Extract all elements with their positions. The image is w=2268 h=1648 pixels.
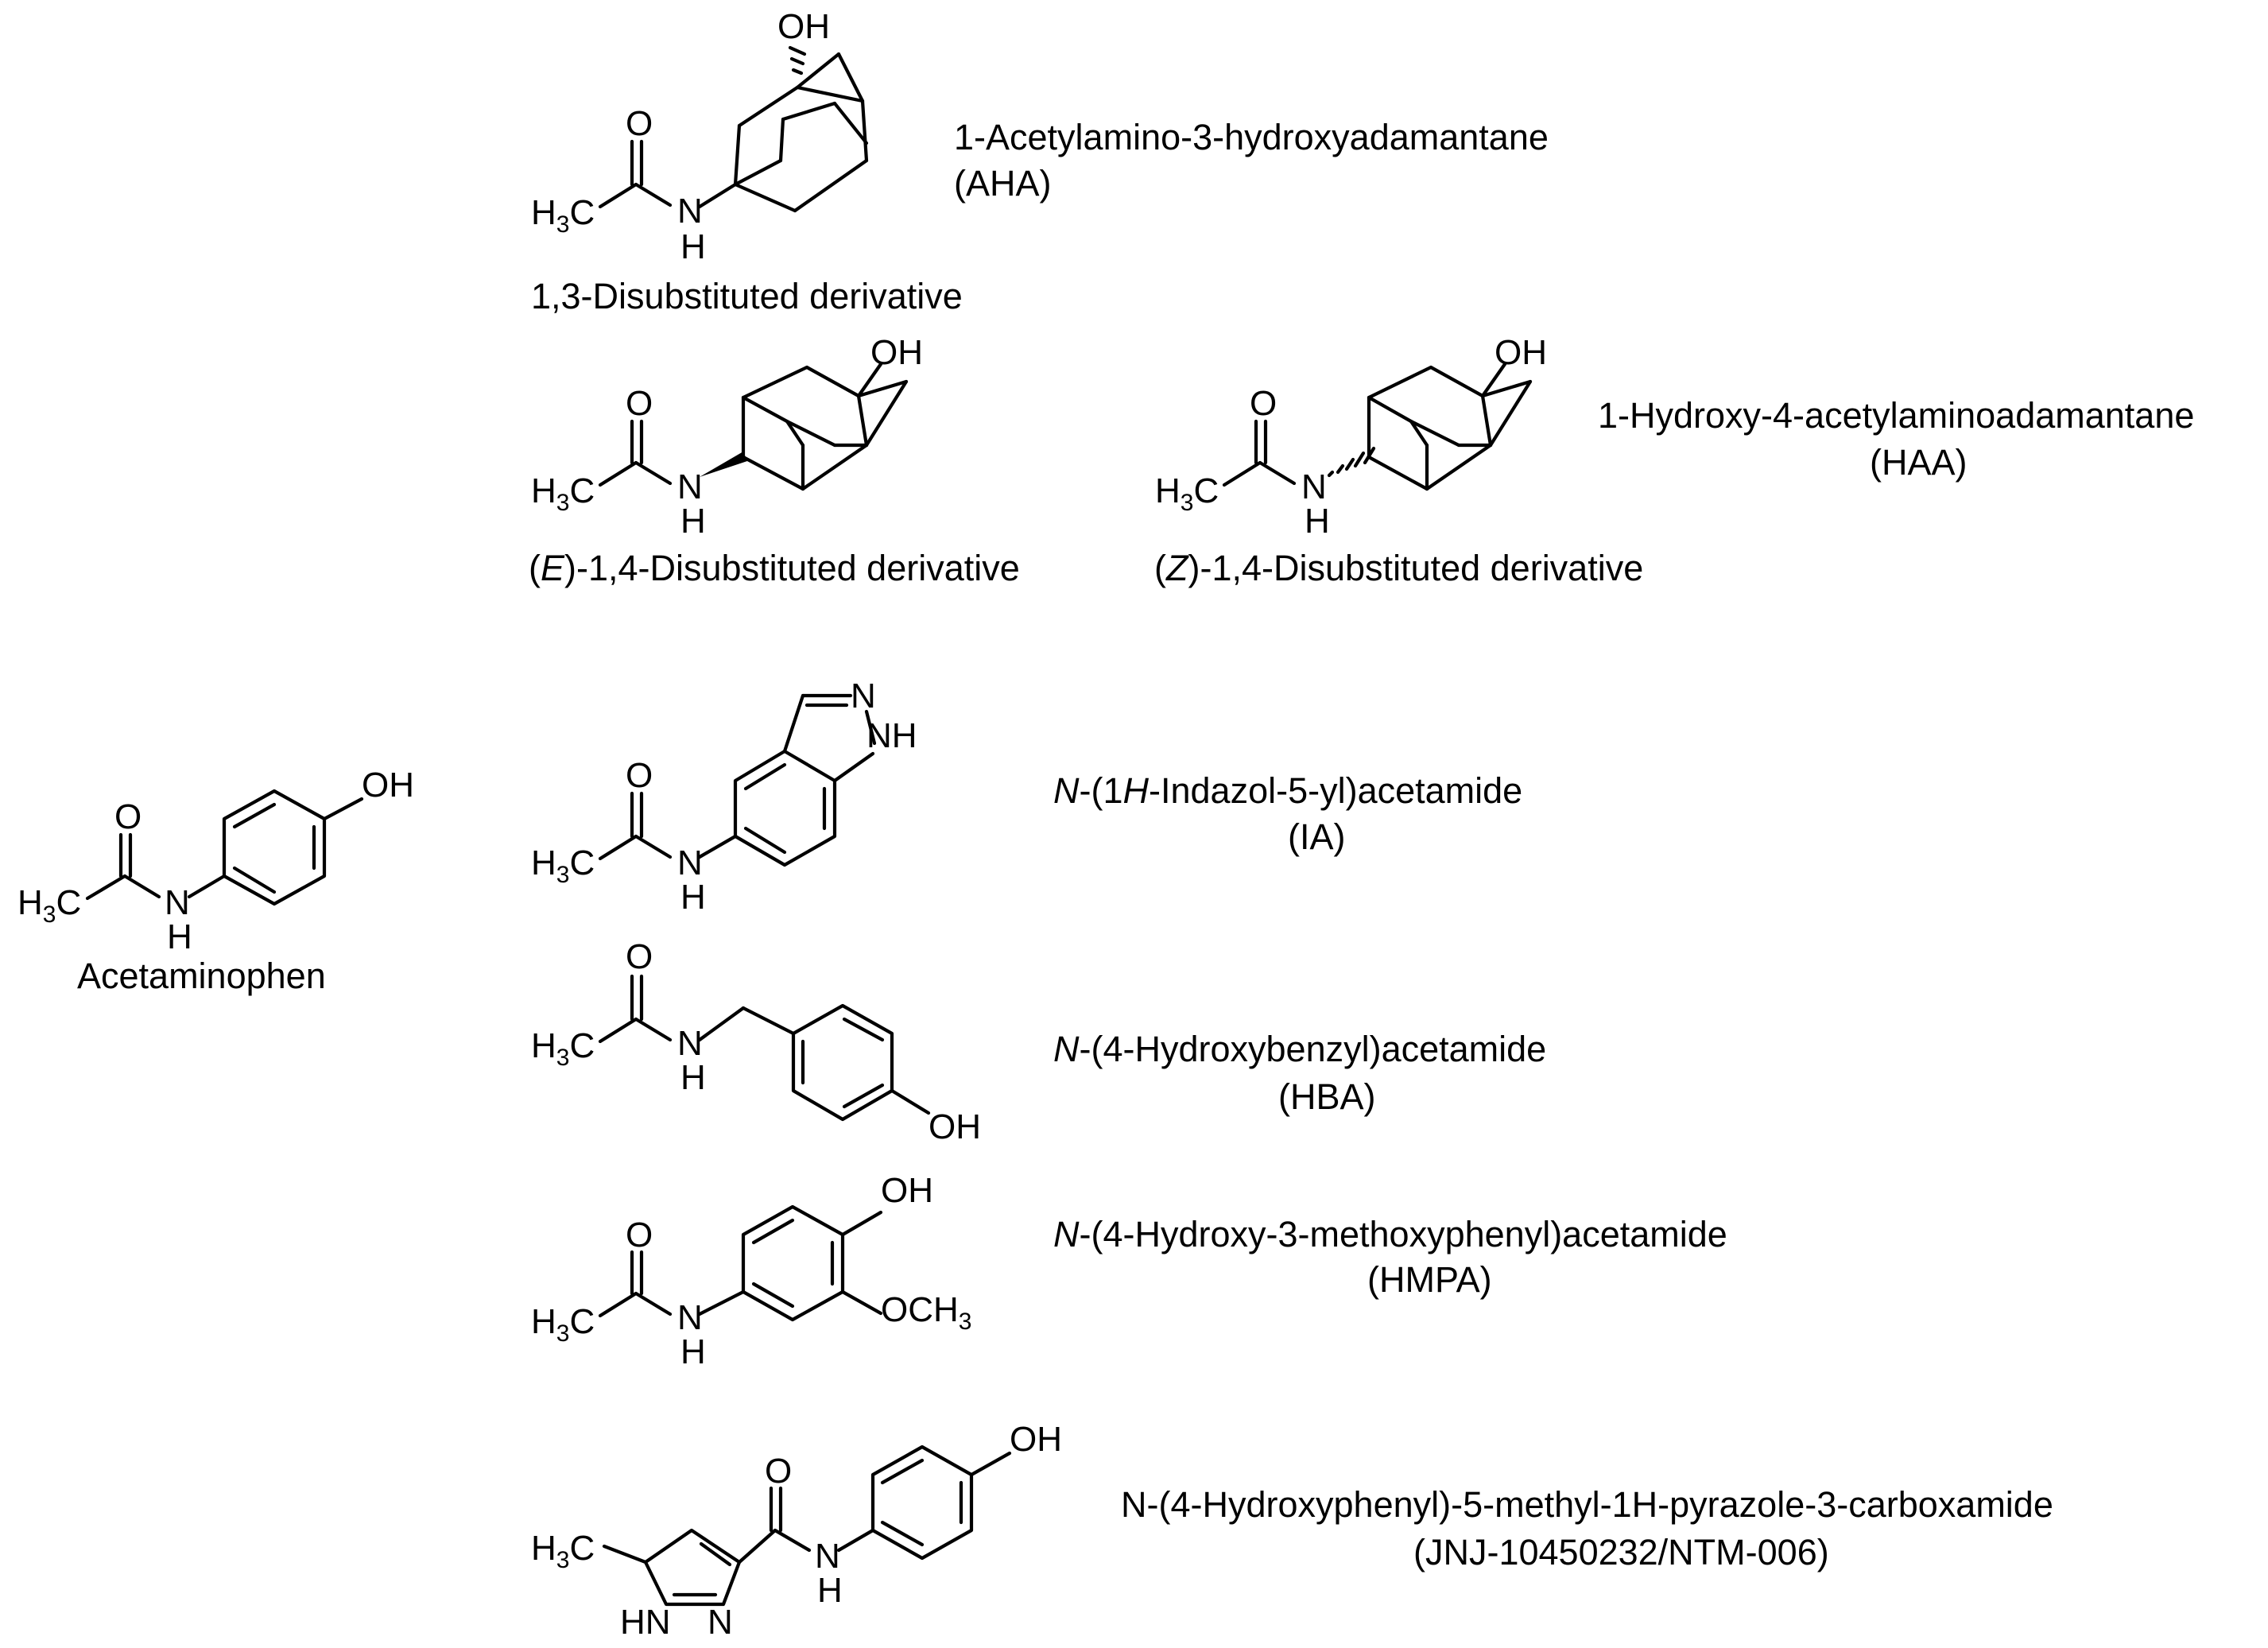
jnj-abbr: (JNJ-10450232/NTM-006) xyxy=(1413,1532,1829,1572)
aha-oh-label: OH xyxy=(777,7,830,46)
jnj-methyl-label: H3C xyxy=(531,1529,595,1573)
haa-z-n-label: N xyxy=(1301,467,1327,506)
structure-hba: O OH N H H3C xyxy=(531,937,981,1146)
hmpa-nh-h-label: H xyxy=(680,1332,706,1371)
ia-nh-h-label: H xyxy=(680,878,706,917)
jnj-name: N-(4-Hydroxyphenyl)-5-methyl-1H-pyrazole… xyxy=(1121,1484,2053,1525)
structure-jnj: H3C HN N O N H OH xyxy=(531,1420,1062,1642)
ia-n2-label: N xyxy=(851,677,876,715)
acetaminophen-caption: Acetaminophen xyxy=(77,956,326,996)
aha-caption: 1,3-Disubstituted derivative xyxy=(531,276,963,316)
structure-haa-e: O OH N H H3C xyxy=(531,333,923,541)
ia-methyl-label: H3C xyxy=(531,843,595,888)
aha-n-label: N xyxy=(677,192,703,231)
haa-e-caption: (E)-1,4-Disubstituted derivative xyxy=(529,548,1020,588)
haa-abbr: (HAA) xyxy=(1870,442,1968,483)
hba-abbr: (HBA) xyxy=(1278,1076,1376,1117)
hmpa-o-label: O xyxy=(626,1216,653,1254)
hba-oh-label: OH xyxy=(929,1107,981,1146)
ia-o-label: O xyxy=(626,756,653,795)
apap-nh-h-label: H xyxy=(167,917,192,956)
aha-name: 1-Acetylamino-3-hydroxyadamantane xyxy=(954,117,1549,157)
jnj-nh-h-label: H xyxy=(817,1571,843,1610)
ia-n-label: N xyxy=(677,843,703,882)
structure-aha: O OH N H H3C xyxy=(531,7,869,266)
hba-methyl-label: H3C xyxy=(531,1026,595,1071)
haa-e-n-label: N xyxy=(677,467,703,506)
hmpa-oh-label: OH xyxy=(881,1171,933,1210)
jnj-o-label: O xyxy=(765,1452,792,1491)
ia-abbr: (IA) xyxy=(1288,816,1346,857)
haa-z-oh-label: OH xyxy=(1495,333,1547,372)
ia-nh-label: NH xyxy=(866,716,917,755)
hba-o-label: O xyxy=(626,937,653,976)
structure-hmpa: O OH OCH3 N H H3C xyxy=(531,1171,971,1371)
apap-o-label: O xyxy=(114,797,142,836)
jnj-n-ring-label: N xyxy=(708,1603,733,1642)
structure-acetaminophen: O OH N H H3C xyxy=(17,766,414,956)
haa-z-o-label: O xyxy=(1250,384,1277,423)
hmpa-abbr: (HMPA) xyxy=(1367,1259,1492,1300)
jnj-hn-label: HN xyxy=(620,1603,671,1642)
hba-name: N-(4-Hydroxybenzyl)acetamide xyxy=(1053,1029,1546,1069)
apap-n-label: N xyxy=(165,883,190,922)
hmpa-n-label: N xyxy=(677,1298,703,1337)
apap-methyl-label: H3C xyxy=(17,883,81,928)
haa-e-methyl-label: H3C xyxy=(531,471,595,516)
haa-e-oh-label: OH xyxy=(870,333,923,372)
haa-z-nh-h-label: H xyxy=(1305,502,1330,541)
haa-name: 1-Hydroxy-4-acetylaminoadamantane xyxy=(1598,395,2194,436)
hba-nh-h-label: H xyxy=(680,1058,706,1097)
jnj-n-label: N xyxy=(815,1537,840,1576)
hmpa-methyl-label: H3C xyxy=(531,1302,595,1347)
haa-z-caption: (Z)-1,4-Disubstituted derivative xyxy=(1154,548,1643,588)
aha-o-label: O xyxy=(626,104,653,143)
aha-nh-h-label: H xyxy=(680,227,706,266)
structure-ia: O N NH N H H3C xyxy=(531,677,917,917)
hmpa-och3-label: OCH3 xyxy=(881,1290,971,1335)
aha-methyl-label: H3C xyxy=(531,193,595,238)
haa-e-nh-h-label: H xyxy=(680,502,706,541)
haa-z-methyl-label: H3C xyxy=(1155,471,1219,516)
jnj-oh-label: OH xyxy=(1010,1420,1062,1459)
aha-abbr: (AHA) xyxy=(954,163,1052,204)
structure-haa-z: O OH N H H3C xyxy=(1155,333,1547,541)
hba-n-label: N xyxy=(677,1024,703,1063)
ia-name: N-(1H-Indazol-5-yl)acetamide xyxy=(1053,770,1522,811)
apap-oh-label: OH xyxy=(362,766,414,805)
hmpa-name: N-(4-Hydroxy-3-methoxyphenyl)acetamide xyxy=(1053,1214,1727,1254)
haa-e-o-label: O xyxy=(626,384,653,423)
